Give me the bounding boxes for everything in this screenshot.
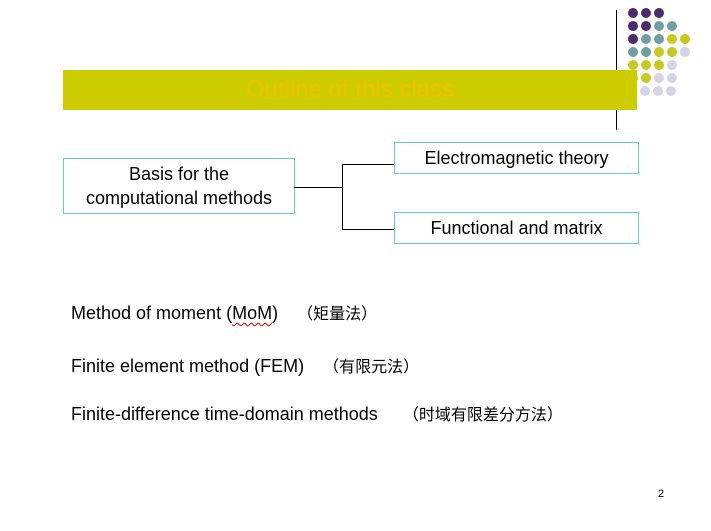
decorative-dot [628,21,638,31]
decorative-dot [667,60,677,70]
method-line-fem: Finite element method (FEM) （有限元法） [71,353,419,377]
decorative-dot [654,73,664,83]
decorative-dot [628,47,638,57]
decorative-dot [654,60,664,70]
decorative-dot [666,86,676,96]
decorative-dot [641,21,651,31]
decorative-dot [628,8,638,18]
mom-text-post: ) [272,303,279,323]
slide-title-bar: Outline of this class [63,70,637,110]
functional-matrix-label: Functional and matrix [430,218,603,238]
page-number: 2 [658,488,665,500]
decorative-dot [667,21,677,31]
electromagnetic-theory-box: Electromagnetic theory [394,142,639,174]
mom-text-pre: Method of moment ( [71,303,233,323]
decorative-dot [667,47,677,57]
decorative-dot [640,86,650,96]
decorative-dot [628,60,638,70]
decorative-dot [653,86,663,96]
decorative-dot [628,34,638,44]
basis-box-line-2: computational methods [85,188,273,208]
decorative-dot [641,34,651,44]
decorative-dot [641,73,651,83]
basis-box: Basis for the computational methods [63,158,295,214]
method-line-fdtd: Finite-difference time-domain methods （时… [71,401,563,425]
decorative-dot [680,47,690,57]
connector-horizontal [294,187,342,188]
slide-title: Outline of this class [245,76,455,103]
decorative-dot [654,47,664,57]
mom-abbr: MoM [232,303,273,323]
decorative-dot [667,73,677,83]
decorative-dot [641,8,651,18]
fem-chinese: （有限元法） [323,357,420,376]
decorative-dot [654,34,664,44]
decorative-dot [654,21,664,31]
method-line-mom: Method of moment (MoM) （矩量法） [71,300,377,324]
decorative-dot [654,8,664,18]
electromagnetic-theory-label: Electromagnetic theory [424,148,609,168]
connector-vertical [342,164,343,230]
fdtd-chinese: （时域有限差分方法） [402,405,563,424]
functional-matrix-box: Functional and matrix [394,212,639,244]
decorative-dot [641,47,651,57]
decorative-dot [680,34,690,44]
basis-box-line-1: Basis for the [128,164,230,184]
decorative-dot [667,34,677,44]
decorative-dot [641,60,651,70]
connector-top-branch [342,164,394,165]
fem-text: Finite element method (FEM) [71,356,305,376]
decorative-dot-grid [628,8,708,118]
connector-bottom-branch [342,229,394,230]
fdtd-text: Finite-difference time-domain methods [71,404,378,424]
mom-chinese: （矩量法） [297,304,378,323]
